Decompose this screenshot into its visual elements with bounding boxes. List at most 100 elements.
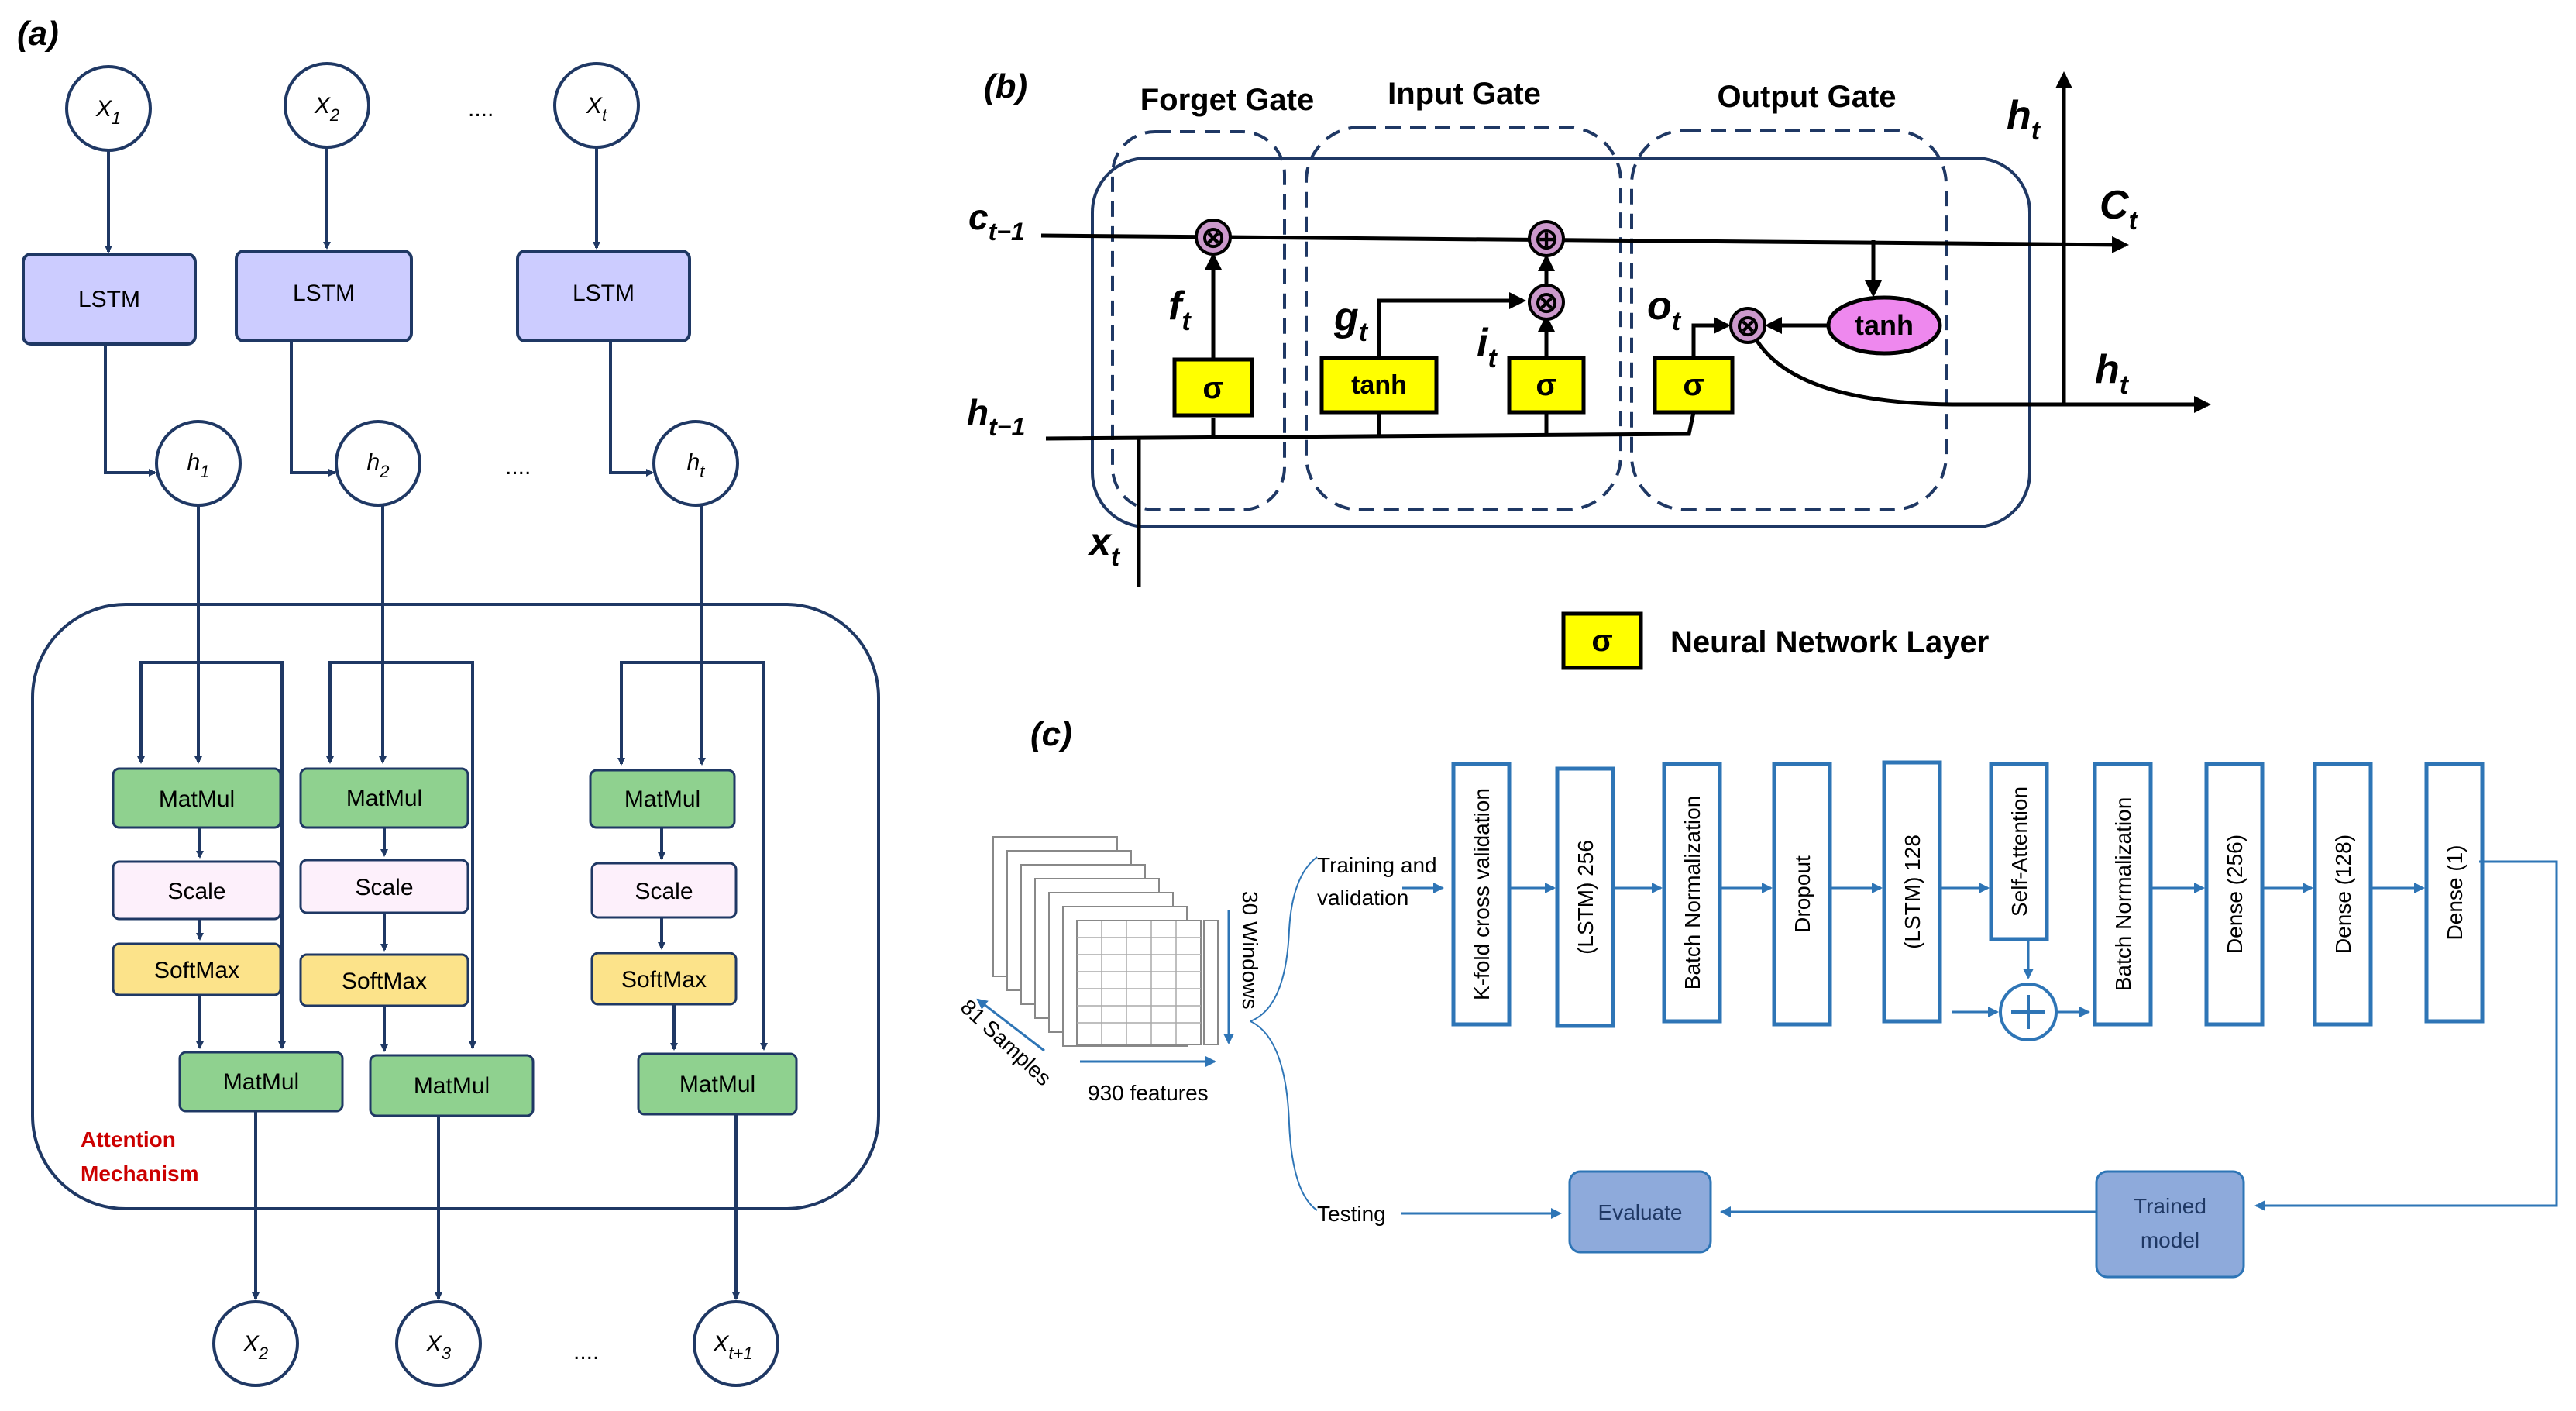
scale-1: Scale xyxy=(112,860,282,921)
pipeline-step: Self-Attention xyxy=(1989,762,2049,941)
softmax-label: SoftMax xyxy=(621,967,707,993)
output-tanh-op: tanh xyxy=(1826,295,1942,356)
lstm-cell-label: LSTM xyxy=(573,280,635,306)
forget-multiply-op: ⊗ xyxy=(1195,219,1232,256)
h-out-label: ht xyxy=(2095,347,2130,400)
x-input-label: xt xyxy=(1087,520,1121,572)
hidden-node-2: h2 xyxy=(335,420,421,507)
hidden-ellipsis: .... xyxy=(505,454,531,480)
pipeline-step-label: Dense (128) xyxy=(2331,835,2355,954)
hidden-node-label: h xyxy=(367,449,380,475)
pipeline-step: (LSTM) 256 xyxy=(1555,766,1615,1028)
input-gate-title: Input Gate xyxy=(1388,77,1541,111)
input-node-label: X xyxy=(586,93,603,119)
svg-text:h1: h1 xyxy=(187,449,210,481)
output-node-2: X3 xyxy=(395,1300,482,1387)
attention-column-2 xyxy=(326,505,476,1300)
panel-c: (c) 30 Windows xyxy=(956,715,2558,1279)
pipeline: K-fold cross validation (LSTM) 256 Batch N… xyxy=(1451,760,2485,1028)
pipeline-step-label: Dense (256) xyxy=(2223,835,2247,954)
input-tanh-layer: tanh xyxy=(1319,356,1439,415)
input-node-1: X1 xyxy=(65,65,152,152)
lstm-cell-2: LSTM xyxy=(235,250,413,342)
forget-sigma-layer: σ xyxy=(1172,357,1254,418)
lstm-cell-label: LSTM xyxy=(293,280,355,306)
input-node-t: Xt xyxy=(553,62,640,149)
matmul-2b: MatMul xyxy=(369,1054,535,1117)
input-multiply-op: ⊗ xyxy=(1528,284,1565,321)
pipeline-step: K-fold cross validation xyxy=(1451,762,1512,1027)
svg-text:h2: h2 xyxy=(367,449,390,481)
attention-column-t xyxy=(617,505,768,1300)
pipeline-step-box xyxy=(2093,762,2153,1027)
pipeline-step: Dense (128) xyxy=(2313,762,2373,1027)
features-label: 930 features xyxy=(1088,1081,1209,1105)
matmul-ta: MatMul xyxy=(589,769,736,829)
svg-text:X2: X2 xyxy=(314,93,339,125)
input-node-label: X xyxy=(314,93,331,119)
data-stack-icon xyxy=(992,836,1219,1047)
scale-label: Scale xyxy=(355,875,413,900)
attention-column-1 xyxy=(137,505,286,1300)
pipeline-step-label: Self-Attention xyxy=(2007,786,2031,917)
pipeline-step: Batch Normalization xyxy=(1662,762,1722,1024)
sigma-label: σ xyxy=(1536,368,1556,402)
lstm-cell-1: LSTM xyxy=(22,253,197,346)
matmul-tb: MatMul xyxy=(637,1052,798,1116)
hidden-node-label: h xyxy=(187,449,201,475)
pipeline-step-box xyxy=(2313,762,2373,1027)
hidden-node-sub: 1 xyxy=(200,462,209,481)
scale-2: Scale xyxy=(299,859,469,914)
pipeline-step-label: Dropout xyxy=(1790,855,1814,933)
forget-gate-title: Forget Gate xyxy=(1140,83,1314,117)
lstm-cell-frame xyxy=(1091,157,2031,528)
panel-a-label: (a) xyxy=(17,15,59,53)
svg-text:X1: X1 xyxy=(95,96,121,128)
svg-text:ht: ht xyxy=(687,449,706,481)
pipeline-step: Batch Normalization xyxy=(2093,762,2153,1027)
output-node-sub: 2 xyxy=(258,1344,268,1363)
output-gate-region xyxy=(1630,129,1948,511)
pipeline-step-label: K-fold cross validation xyxy=(1470,788,1494,1000)
output-node-sub: t+1 xyxy=(728,1344,752,1363)
hidden-node-label: h xyxy=(687,449,700,475)
pipeline-step-label: Dense (1) xyxy=(2443,845,2467,941)
input-ellipsis: .... xyxy=(468,96,494,122)
softmax-label: SoftMax xyxy=(342,969,427,994)
matmul-1a: MatMul xyxy=(112,767,282,829)
evaluate-box: Evaluate xyxy=(1568,1170,1712,1254)
hidden-node-1: h1 xyxy=(155,420,242,507)
o-label: ot xyxy=(1647,284,1682,336)
tanh-label: tanh xyxy=(1351,370,1407,400)
residual-add-op xyxy=(1999,983,2058,1041)
output-gate-title: Output Gate xyxy=(1717,80,1896,114)
panel-b-label: (b) xyxy=(984,67,1027,105)
legend-symbol: σ xyxy=(1591,624,1612,658)
lstm-cell-t: LSTM xyxy=(516,250,691,342)
legend-text: Neural Network Layer xyxy=(1670,625,1989,659)
g-label: gt xyxy=(1333,294,1369,347)
sigma-label: σ xyxy=(1202,371,1223,405)
sigma-label: σ xyxy=(1683,368,1704,402)
add-symbol: ⊕ xyxy=(1534,223,1559,256)
lstm-cell-label: LSTM xyxy=(78,287,140,312)
softmax-1: SoftMax xyxy=(112,942,282,996)
multiply-symbol: ⊗ xyxy=(1201,222,1226,254)
pipeline-step: Dropout xyxy=(1772,762,1832,1027)
h-prev-label: ht−1 xyxy=(967,392,1025,441)
h-top-label: ht xyxy=(2007,93,2041,146)
hidden-node-t: ht xyxy=(652,420,739,507)
cell-add-op: ⊕ xyxy=(1528,220,1565,257)
input-sigma-layer: σ xyxy=(1507,356,1586,415)
pipeline-step-box xyxy=(2424,762,2485,1024)
svg-text:X3: X3 xyxy=(425,1331,452,1363)
input-node-2: X2 xyxy=(284,62,370,149)
pipeline-step-box xyxy=(2204,762,2265,1027)
matmul-label: MatMul xyxy=(159,786,235,812)
hidden-node-sub: 2 xyxy=(379,462,389,481)
pipeline-step-label: (LSTM) 128 xyxy=(1900,835,1924,949)
